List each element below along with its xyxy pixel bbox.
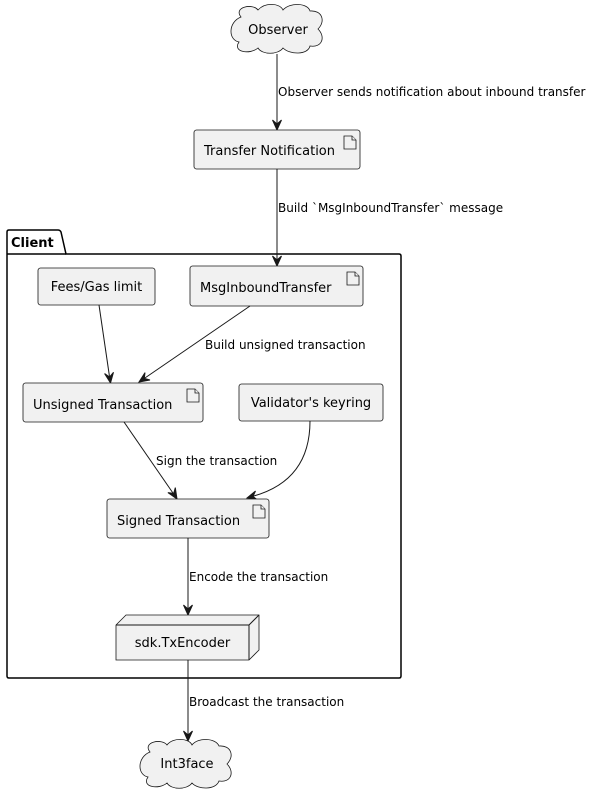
edge-encoder-to-int3face: Broadcast the transaction	[183, 660, 344, 743]
client-package: Client	[6, 229, 402, 679]
msg-inbound-transfer-artifact: MsgInboundTransfer	[189, 265, 364, 307]
unsigned-transaction-artifact: Unsigned Transaction	[22, 382, 204, 423]
edge-notification-to-msg: Build `MsgInboundTransfer` message	[272, 169, 503, 268]
signed-transaction-artifact: Signed Transaction	[106, 498, 270, 539]
validators-keyring-label: Validator's keyring	[251, 396, 371, 411]
edge-label-unsigned-signed: Sign the transaction	[156, 454, 277, 468]
transfer-notification-artifact: Transfer Notification	[193, 129, 361, 170]
edge-label-notification-msg: Build `MsgInboundTransfer` message	[278, 201, 503, 215]
unsigned-transaction-label: Unsigned Transaction	[33, 398, 172, 413]
tx-encoder-node: sdk.TxEncoder	[115, 614, 260, 661]
edge-label-encoder-int3face: Broadcast the transaction	[189, 695, 344, 709]
edge-signed-to-encoder: Encode the transaction	[183, 538, 328, 617]
fees-gas-limit-label: Fees/Gas limit	[51, 280, 142, 295]
edge-label-signed-encoder: Encode the transaction	[189, 570, 328, 584]
client-package-label: Client	[11, 236, 54, 251]
int3face-label: Int3face	[160, 757, 213, 772]
observer-cloud: Observer	[230, 3, 323, 54]
edge-label-observer-notification: Observer sends notification about inboun…	[278, 85, 586, 99]
observer-label: Observer	[248, 23, 308, 38]
signed-transaction-label: Signed Transaction	[117, 514, 240, 529]
tx-encoder-label: sdk.TxEncoder	[135, 636, 231, 651]
edge-msg-to-unsigned: Build unsigned transaction	[137, 305, 366, 383]
edge-unsigned-to-signed: Sign the transaction	[123, 421, 277, 501]
transfer-notification-label: Transfer Notification	[203, 144, 335, 159]
msg-inbound-transfer-label: MsgInboundTransfer	[200, 281, 332, 296]
edge-label-msg-unsigned: Build unsigned transaction	[205, 338, 366, 352]
validators-keyring-node: Validator's keyring	[238, 383, 384, 422]
int3face-cloud: Int3face	[139, 738, 232, 789]
edge-fees-to-unsigned	[98, 304, 114, 385]
edge-observer-to-notification: Observer sends notification about inboun…	[272, 54, 586, 132]
fees-gas-limit-node: Fees/Gas limit	[37, 267, 156, 306]
